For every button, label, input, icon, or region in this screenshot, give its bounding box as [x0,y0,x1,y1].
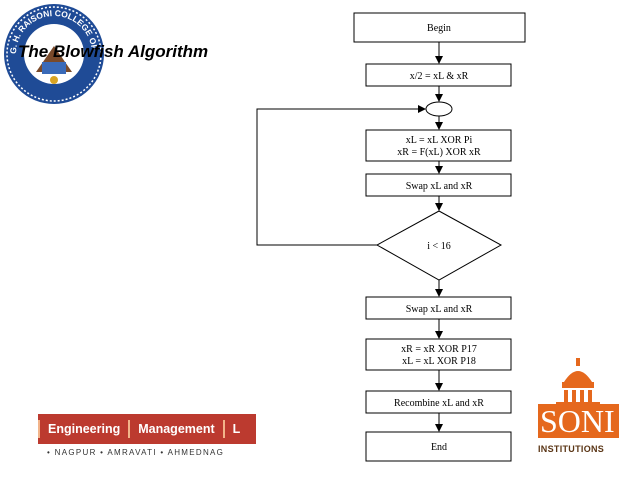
loop-back-line [256,105,426,246]
footer-banner: Engineering Management L [38,414,256,444]
split-label: x/2 = xL & xR [410,71,469,82]
condition-label: i < 16 [427,241,450,252]
college-seal-logo: G. H. RAISONI COLLEGE OF ENGINEERING [2,2,104,104]
round-label-1: xL = xL XOR Pi [406,135,473,146]
slide-title: The Blowfish Algorithm [18,42,209,61]
round-box [365,129,512,162]
final-label-2: xL = xL XOR P18 [402,356,476,367]
brand-word: SONI [538,404,619,438]
loop-connector [425,101,453,117]
begin-label: Begin [427,23,451,34]
banner-item-truncated: L [222,420,249,438]
end-label: End [431,442,447,453]
end-box [365,431,512,462]
banner-item-management: Management [128,420,222,438]
banner-item-engineering: Engineering [38,420,128,438]
brand-subtitle: INSTITUTIONS [538,444,605,454]
swap-label-2: Swap xL and xR [406,304,473,315]
swap-label-1: Swap xL and xR [406,181,473,192]
footer-cities: • NAGPUR • AMRAVATI • AHMEDNAG [47,448,225,457]
final-label-1: xR = xR XOR P17 [401,344,477,355]
round-label-2: xR = F(xL) XOR xR [397,147,481,158]
final-xor-box [365,338,512,371]
recombine-label: Recombine xL and xR [394,398,484,409]
